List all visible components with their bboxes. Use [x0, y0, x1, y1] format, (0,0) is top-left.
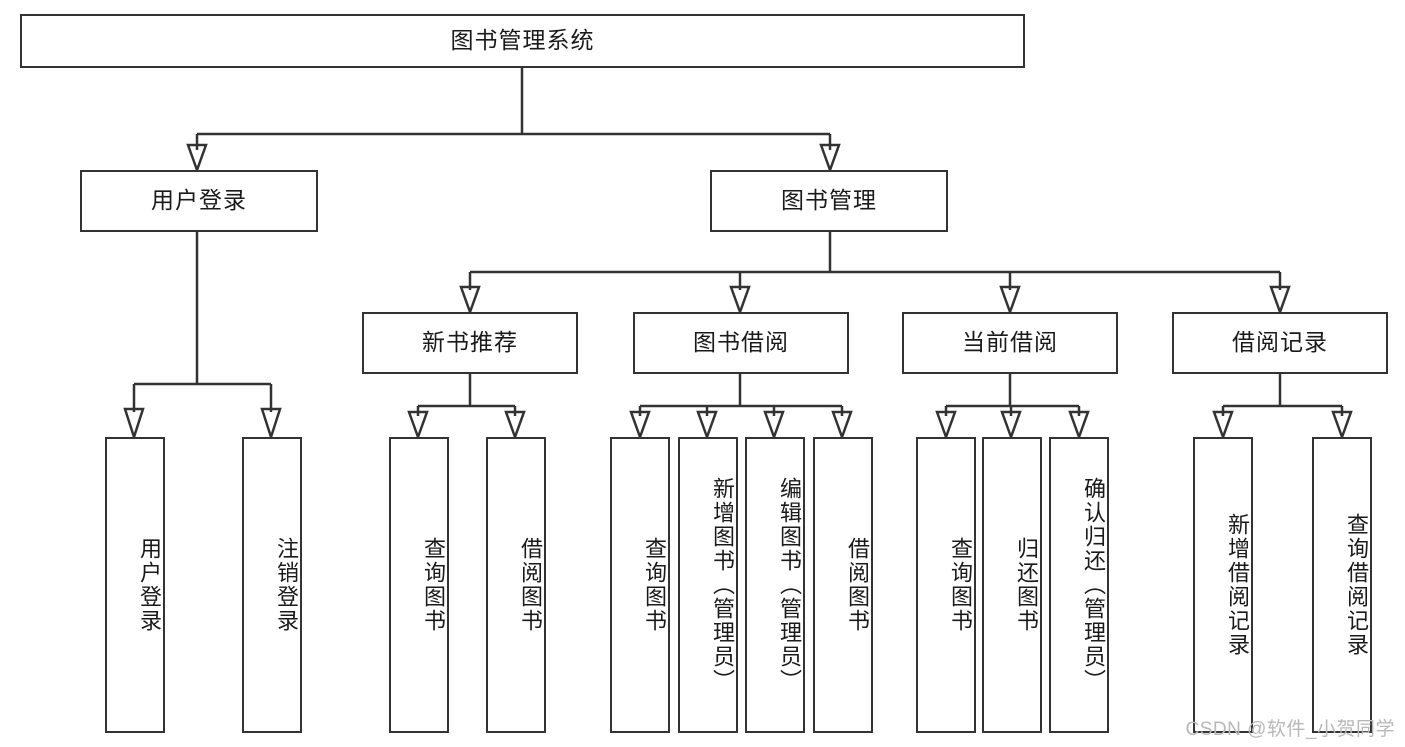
node-label: 归还图书	[1014, 537, 1039, 633]
node-label: 注销登录	[274, 537, 299, 633]
watermark-text: CSDN @软件_小贺同学	[1185, 719, 1395, 740]
leaf-query-book-borrow[interactable]: 查询图书	[610, 437, 670, 733]
arrow-leaf-c1	[629, 410, 651, 441]
leaf-borrow-book[interactable]: 借阅图书	[813, 437, 873, 733]
node-current-borrow[interactable]: 当前借阅	[902, 312, 1118, 374]
node-book-management[interactable]: 图书管理	[710, 170, 948, 232]
node-label: 用户登录	[151, 187, 247, 214]
node-label: 新书推荐	[422, 329, 518, 356]
node-borrow-record[interactable]: 借阅记录	[1172, 312, 1388, 374]
leaf-query-book-current[interactable]: 查询图书	[916, 437, 976, 733]
node-label: 新增图书（管理员）	[710, 477, 735, 693]
node-label: 查询借阅记录	[1344, 513, 1369, 657]
leaf-logout-login[interactable]: 注销登录	[242, 437, 302, 733]
node-label: 借阅图书	[845, 537, 870, 633]
arrow-leaf-c2	[696, 410, 718, 441]
arrow-leaf-d1	[935, 410, 957, 441]
arrow-leaf-d3	[1068, 410, 1090, 441]
leaf-query-borrow-record[interactable]: 查询借阅记录	[1312, 437, 1372, 733]
node-label: 图书管理	[781, 187, 877, 214]
arrow-leaf-c3	[763, 410, 785, 441]
arrow-leaf-c4	[831, 410, 853, 441]
leaf-add-book-admin[interactable]: 新增图书（管理员）	[678, 437, 738, 733]
node-label: 确认归还（管理员）	[1081, 477, 1106, 693]
leaf-return-book[interactable]: 归还图书	[982, 437, 1042, 733]
node-label: 查询图书	[642, 537, 667, 633]
arrow-leaf-e1	[1212, 410, 1234, 441]
node-label: 借阅记录	[1232, 329, 1328, 356]
arrow-user-login	[186, 143, 208, 174]
arrow-leaf-a2	[260, 407, 282, 442]
leaf-confirm-return-admin[interactable]: 确认归还（管理员）	[1049, 437, 1109, 733]
arrow-leaf-b1	[407, 410, 429, 441]
node-label: 新增借阅记录	[1225, 513, 1250, 657]
node-root-book-management-system[interactable]: 图书管理系统	[20, 14, 1025, 68]
arrow-borrow-record	[1269, 285, 1291, 316]
arrow-current-borrow	[999, 285, 1021, 316]
node-book-borrow[interactable]: 图书借阅	[633, 312, 849, 374]
node-label: 当前借阅	[962, 329, 1058, 356]
leaf-query-book-recommend[interactable]: 查询图书	[389, 437, 449, 733]
leaf-borrow-book-recommend[interactable]: 借阅图书	[486, 437, 546, 733]
node-label: 图书管理系统	[450, 27, 595, 54]
node-label: 编辑图书（管理员）	[777, 477, 802, 693]
arrow-leaf-b2	[504, 410, 526, 441]
arrow-leaf-d2	[1000, 410, 1022, 441]
node-label: 查询图书	[948, 537, 973, 633]
node-label: 借阅图书	[518, 537, 543, 633]
node-label: 查询图书	[421, 537, 446, 633]
arrow-book-manage	[819, 143, 841, 174]
leaf-add-borrow-record[interactable]: 新增借阅记录	[1193, 437, 1253, 733]
arrow-leaf-a1	[123, 407, 145, 442]
leaf-user-login[interactable]: 用户登录	[105, 437, 165, 733]
arrow-book-borrow	[729, 285, 751, 316]
node-label: 用户登录	[137, 537, 162, 633]
arrow-leaf-e2	[1331, 410, 1353, 441]
leaf-edit-book-admin[interactable]: 编辑图书（管理员）	[745, 437, 805, 733]
node-new-book-recommend[interactable]: 新书推荐	[362, 312, 578, 374]
arrow-new-book	[459, 285, 481, 316]
node-user-login[interactable]: 用户登录	[80, 170, 318, 232]
node-label: 图书借阅	[693, 329, 789, 356]
